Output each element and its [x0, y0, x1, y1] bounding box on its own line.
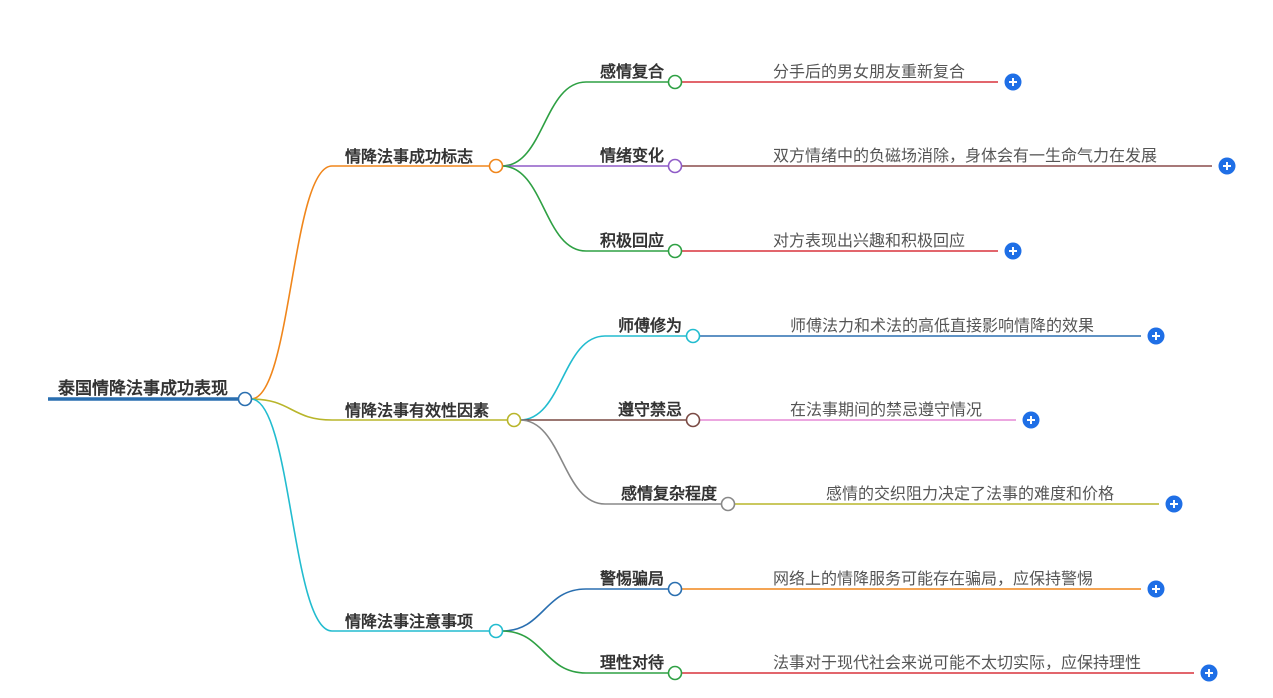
- branch-label-0: 情降法事成功标志: [345, 147, 473, 166]
- edge-branch-1-child-0: [519, 335, 606, 421]
- child-node-2-0[interactable]: [667, 581, 683, 597]
- child-node-1-0[interactable]: [685, 328, 701, 344]
- child-node-2-1[interactable]: [667, 665, 683, 681]
- branch-node-1[interactable]: [506, 412, 522, 428]
- edge-branch-1-child-2: [519, 419, 606, 505]
- child-label-2-0: 警惕骗局: [599, 569, 664, 588]
- leaf-label-1-2: 感情的交织阻力决定了法事的难度和价格: [826, 484, 1114, 503]
- child-label-1-0: 师傅修为: [618, 316, 682, 335]
- edge-root-branch-0: [250, 165, 333, 400]
- child-node-0-1[interactable]: [667, 158, 683, 174]
- child-label-0-1: 情绪变化: [600, 146, 664, 165]
- child-label-0-0: 感情复合: [600, 62, 665, 81]
- expand-button-0-1[interactable]: [1218, 157, 1236, 175]
- branch-node-0[interactable]: [488, 158, 504, 174]
- expand-button-1-2[interactable]: [1165, 495, 1183, 513]
- child-label-0-2: 积极回应: [600, 231, 664, 250]
- branch-node-2[interactable]: [488, 623, 504, 639]
- edge-branch-2-child-0: [501, 588, 587, 632]
- leaf-label-1-1: 在法事期间的禁忌遵守情况: [790, 400, 982, 419]
- leaf-label-2-1: 法事对于现代社会来说可能不太切实际，应保持理性: [773, 653, 1141, 672]
- child-label-1-1: 遵守禁忌: [618, 400, 682, 419]
- leaf-label-0-1: 双方情绪中的负磁场消除，身体会有一生命气力在发展: [773, 146, 1157, 165]
- child-node-1-2[interactable]: [720, 496, 736, 512]
- expand-button-1-1[interactable]: [1022, 411, 1040, 429]
- expand-button-0-0[interactable]: [1004, 73, 1022, 91]
- branch-label-1: 情降法事有效性因素: [345, 401, 489, 420]
- child-node-0-2[interactable]: [667, 243, 683, 259]
- expand-button-2-0[interactable]: [1147, 580, 1165, 598]
- root-node[interactable]: [237, 391, 253, 407]
- edge-branch-0-child-0: [501, 81, 587, 167]
- edge-root-branch-2: [250, 398, 333, 632]
- expand-button-2-1[interactable]: [1200, 664, 1218, 682]
- leaf-label-2-0: 网络上的情降服务可能存在骗局，应保持警惕: [773, 569, 1093, 588]
- edges-layer: [48, 81, 1212, 674]
- child-node-0-0[interactable]: [667, 74, 683, 90]
- edge-branch-2-child-1: [501, 630, 587, 674]
- leaf-label-0-2: 对方表现出兴趣和积极回应: [773, 231, 965, 250]
- edge-branch-0-child-2: [501, 165, 587, 252]
- edge-root-branch-1: [250, 398, 333, 421]
- root-label: 泰国情降法事成功表现: [58, 378, 228, 399]
- leaf-label-1-0: 师傅法力和术法的高低直接影响情降的效果: [790, 316, 1094, 335]
- child-label-2-1: 理性对待: [600, 653, 664, 672]
- expand-button-0-2[interactable]: [1004, 242, 1022, 260]
- expand-button-1-0[interactable]: [1147, 327, 1165, 345]
- child-label-1-2: 感情复杂程度: [621, 484, 718, 503]
- child-node-1-1[interactable]: [685, 412, 701, 428]
- branch-label-2: 情降法事注意事项: [345, 612, 473, 631]
- leaf-label-0-0: 分手后的男女朋友重新复合: [773, 62, 965, 81]
